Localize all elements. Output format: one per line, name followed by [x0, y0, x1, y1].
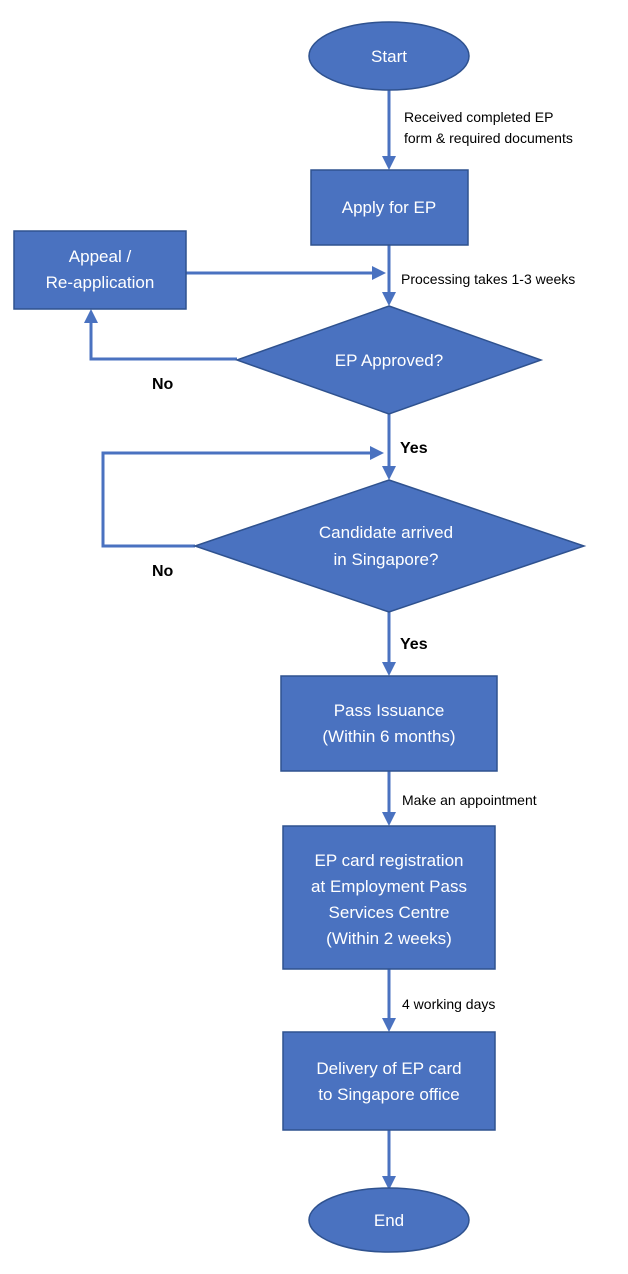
appeal-label-line-2: Re-application: [46, 273, 155, 292]
branch-label-arrived-no: No: [152, 563, 174, 580]
connectors: [84, 90, 396, 1190]
apply-node: Apply for EP: [310, 169, 469, 246]
delivery-box: [282, 1031, 496, 1131]
end-node: End: [308, 1187, 470, 1253]
branch-labels: No Yes No Yes: [152, 376, 428, 653]
pass-issuance-box: [280, 675, 498, 772]
branch-label-approved-yes: Yes: [400, 440, 428, 457]
arrowhead-appeal-merge: [372, 266, 386, 280]
appeal-label-line-1: Appeal /: [69, 247, 132, 266]
appeal-box: [13, 230, 187, 310]
branch-label-arrived-yes: Yes: [400, 636, 428, 653]
edge-labels: Received completed EP form & required do…: [401, 109, 575, 1012]
edge-label-processing: Processing takes 1-3 weeks: [401, 271, 575, 287]
card-registration-label-line-2: at Employment Pass: [311, 877, 467, 896]
candidate-arrived-label-line-1: Candidate arrived: [319, 523, 453, 542]
arrowhead-arrived: [382, 466, 396, 480]
branch-label-approved-no: No: [152, 376, 174, 393]
pass-issuance-label-line-2: (Within 6 months): [322, 727, 455, 746]
ep-approved-label: EP Approved?: [335, 351, 443, 370]
appeal-node: Appeal / Re-application: [13, 230, 187, 310]
delivery-label-line-2: to Singapore office: [318, 1085, 459, 1104]
pass-issuance-node: Pass Issuance (Within 6 months): [280, 675, 498, 772]
ep-approved-decision: EP Approved?: [234, 305, 544, 415]
card-registration-box: [282, 825, 496, 970]
card-registration-label-line-3: Services Centre: [329, 903, 450, 922]
card-registration-node: EP card registration at Employment Pass …: [282, 825, 496, 970]
arrowhead-end: [382, 1176, 396, 1190]
arrowhead-appeal: [84, 309, 98, 323]
apply-label: Apply for EP: [342, 198, 437, 217]
start-label: Start: [371, 47, 407, 66]
ep-approved-diamond: [234, 305, 544, 415]
arrowhead-registration: [382, 812, 396, 826]
candidate-arrived-diamond: [192, 479, 587, 613]
connector-arrived-no-loop: [101, 451, 373, 548]
arrowhead-apply: [382, 156, 396, 170]
arrowhead-pass: [382, 662, 396, 676]
candidate-arrived-decision: Candidate arrived in Singapore?: [192, 479, 587, 613]
arrowhead-approved: [382, 292, 396, 306]
connector-approved-no-to-appeal: [89, 320, 237, 361]
end-label: End: [374, 1211, 404, 1230]
delivery-node: Delivery of EP card to Singapore office: [282, 1031, 496, 1131]
start-ellipse: [308, 21, 470, 91]
delivery-label-line-1: Delivery of EP card: [316, 1059, 461, 1078]
end-ellipse: [308, 1187, 470, 1253]
edge-label-received-line-2: form & required documents: [404, 130, 573, 146]
edge-label-working-days: 4 working days: [402, 996, 495, 1012]
start-node: Start: [308, 21, 470, 91]
apply-box: [310, 169, 469, 246]
pass-issuance-label-line-1: Pass Issuance: [334, 701, 445, 720]
edge-label-appointment: Make an appointment: [402, 792, 537, 808]
card-registration-label-line-1: EP card registration: [315, 851, 464, 870]
edge-label-received-line-1: Received completed EP: [404, 109, 553, 125]
candidate-arrived-label-line-2: in Singapore?: [334, 550, 439, 569]
arrowhead-delivery: [382, 1018, 396, 1032]
arrowhead-arrived-loop: [370, 446, 384, 460]
card-registration-label-line-4: (Within 2 weeks): [326, 929, 452, 948]
